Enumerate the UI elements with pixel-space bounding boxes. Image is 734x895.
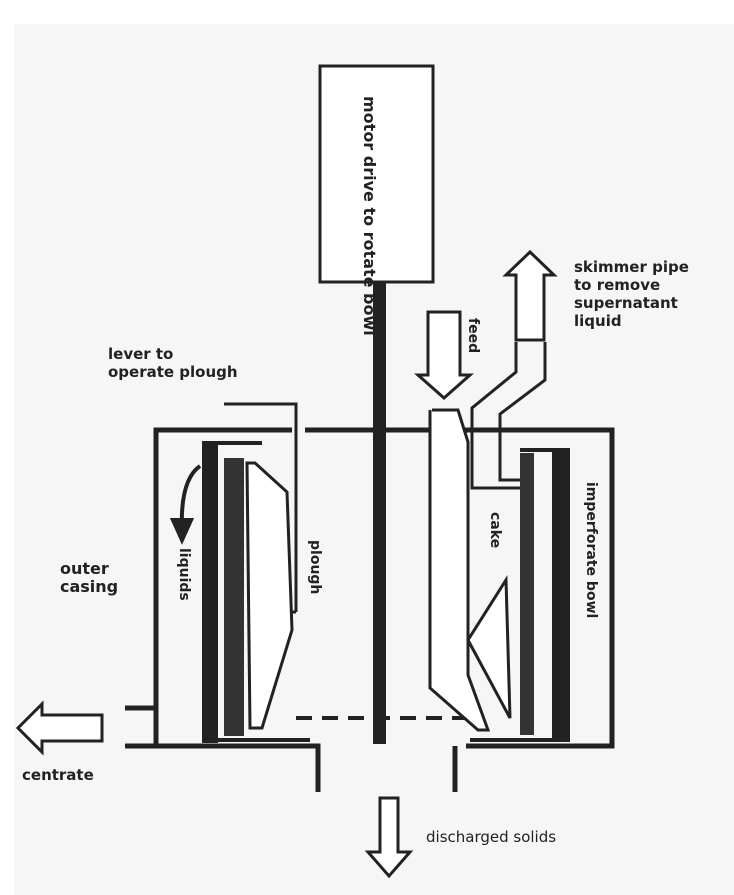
casing-label: outer casing [60, 560, 118, 596]
motor-box [318, 64, 435, 284]
casing-line-1: outer [60, 559, 109, 578]
lever-line-1: lever to [108, 345, 174, 363]
plough-blade [245, 461, 294, 730]
plough-label: plough [307, 540, 323, 595]
lever-line-2: operate plough [108, 363, 238, 381]
skimmer-line-4: liquid [574, 312, 622, 330]
cake-label: cake [487, 512, 503, 549]
lever-label: lever to operate plough [108, 345, 238, 381]
casing-line-2: casing [60, 577, 119, 596]
skimmer-line-1: skimmer pipe [574, 258, 689, 276]
skimmer-line-3: supernatant [574, 294, 678, 312]
drive-shaft [373, 282, 386, 744]
lever-rod [224, 402, 298, 612]
right-bowl-wall [470, 448, 570, 742]
skimmer-arrow [502, 249, 558, 342]
discharged-solids-arrow [364, 796, 414, 879]
centrate-arrow [15, 700, 104, 756]
left-bowl-wall [202, 441, 310, 743]
discharged-solids-label: discharged solids [426, 828, 557, 846]
motor-label: motor drive to rotate bowl [360, 96, 379, 336]
liquids-label: liquids [176, 548, 192, 601]
feed-label: feed [465, 318, 481, 354]
skimmer-line-2: to remove [574, 276, 661, 294]
feed-pipe [428, 408, 491, 732]
cake-wedge [466, 575, 512, 719]
bowl-label: imperforate bowl [583, 482, 599, 619]
liquids-arrow [169, 464, 202, 545]
outer-casing [125, 427, 615, 792]
feed-arrow [414, 310, 474, 401]
skimmer-pipe [470, 342, 547, 490]
skimmer-label: skimmer pipe to remove supernatant liqui… [574, 258, 689, 330]
centrate-label: centrate [22, 766, 94, 784]
